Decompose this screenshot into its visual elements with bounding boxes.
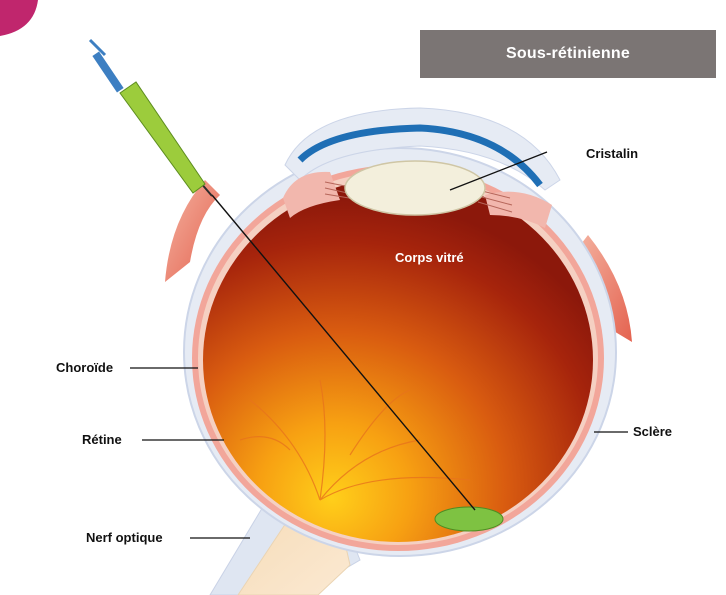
label-retine: Rétine xyxy=(82,432,122,447)
syringe-barrel xyxy=(120,82,205,193)
lens xyxy=(345,161,485,215)
label-corps-vitre: Corps vitré xyxy=(395,250,464,265)
injection-site xyxy=(435,507,503,531)
corner-badge xyxy=(0,0,38,36)
label-sclere: Sclère xyxy=(633,424,672,439)
syringe xyxy=(90,40,212,196)
label-nerf-optique: Nerf optique xyxy=(86,530,163,545)
vitreous-body xyxy=(203,178,593,542)
label-choroide: Choroïde xyxy=(56,360,113,375)
label-cristalin: Cristalin xyxy=(586,146,638,161)
banner-title: Sous-rétinienne xyxy=(420,30,716,78)
syringe-plunger xyxy=(92,52,123,93)
